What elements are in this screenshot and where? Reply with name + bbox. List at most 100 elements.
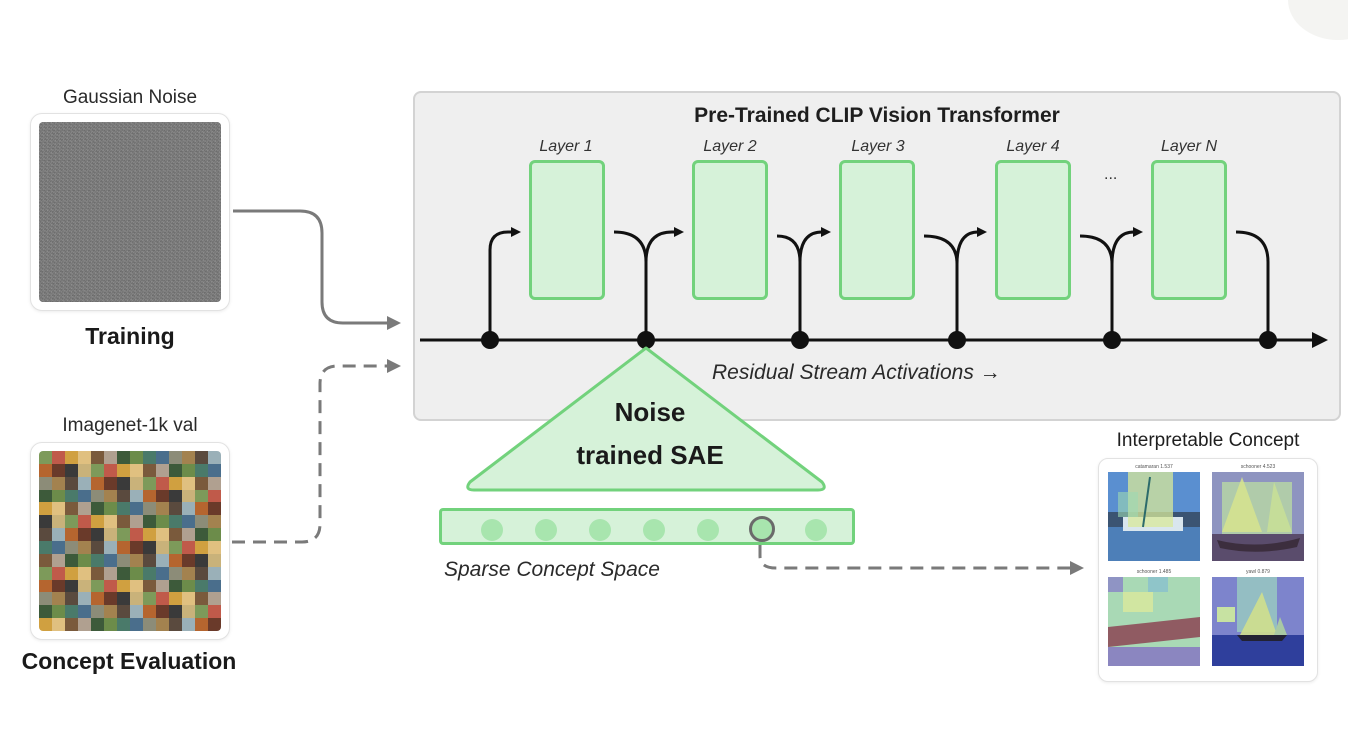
imagenet-mosaic (39, 451, 221, 631)
mosaic-cell (208, 463, 221, 477)
concept-tile-image (1212, 577, 1304, 666)
mosaic-cell (52, 476, 65, 490)
mosaic-cell (104, 489, 117, 503)
transformer-layer-block (529, 160, 605, 300)
mosaic-cell (130, 566, 143, 580)
layer-label: Layer N (1160, 138, 1218, 155)
mosaic-cell (117, 592, 130, 606)
concept-tile-caption: schooner 4.523 (1240, 464, 1276, 470)
transformer-layer-block (1151, 160, 1227, 300)
layer-label: Layer 3 (851, 138, 905, 155)
stream-node (481, 331, 499, 349)
mosaic-cell (52, 451, 65, 464)
mosaic-cell (143, 566, 156, 580)
mosaic-cell (39, 579, 52, 593)
mosaic-cell (52, 528, 65, 541)
mosaic-cell (169, 528, 182, 541)
mosaic-cell (39, 463, 52, 477)
mosaic-cell (52, 489, 65, 503)
mosaic-cell (39, 605, 52, 619)
mosaic-cell (78, 579, 91, 593)
mosaic-cell (156, 566, 169, 580)
mosaic-cell (39, 566, 52, 580)
mosaic-cell (130, 592, 143, 606)
mosaic-cell (52, 553, 65, 567)
concept-unit (481, 519, 503, 541)
concept-unit (805, 519, 827, 541)
mosaic-cell (208, 579, 221, 593)
sailboat-heatmap-image (1212, 472, 1304, 561)
mosaic-cell (156, 605, 169, 619)
mosaic-cell (78, 553, 91, 567)
mosaic-cell (195, 489, 208, 503)
mosaic-cell (117, 502, 130, 516)
mosaic-cell (182, 528, 195, 541)
interpretable-concept-title: Interpretable Concept (1116, 430, 1300, 451)
mosaic-cell (208, 605, 221, 619)
gaussian-noise-label: Gaussian Noise (62, 87, 198, 108)
transformer-layer-block (692, 160, 768, 300)
sae-label-line2: trained SAE (576, 440, 724, 470)
mosaic-cell (117, 451, 130, 464)
mosaic-cell (65, 502, 78, 516)
mosaic-cell (169, 451, 182, 464)
mosaic-cell (195, 592, 208, 606)
interpretable-concept-card: catamaran 1.537 schooner 4.523 schooner … (1098, 458, 1318, 682)
mosaic-cell (156, 553, 169, 567)
mosaic-cell (182, 476, 195, 490)
mosaic-cell (65, 553, 78, 567)
sailboat-heatmap-image (1108, 472, 1200, 561)
sparse-concept-space-bar (439, 508, 855, 545)
mosaic-cell (169, 489, 182, 503)
evaluation-input-arrow (232, 359, 401, 544)
mosaic-cell (91, 463, 104, 477)
mosaic-cell (65, 579, 78, 593)
mosaic-cell (104, 566, 117, 580)
mosaic-cell (208, 476, 221, 490)
mosaic-cell (91, 528, 104, 541)
mosaic-cell (52, 515, 65, 529)
mosaic-cell (117, 540, 130, 554)
mosaic-cell (130, 451, 143, 464)
mosaic-cell (195, 463, 208, 477)
residual-stream-label: Residual Stream Activations → (712, 361, 1001, 384)
mosaic-cell (39, 592, 52, 606)
mosaic-cell (78, 592, 91, 606)
layer-input-arrow (1110, 227, 1143, 265)
mosaic-cell (169, 476, 182, 490)
mosaic-cell (65, 476, 78, 490)
mosaic-cell (156, 528, 169, 541)
selected-concept-unit (749, 516, 775, 542)
transformer-layer-block (839, 160, 915, 300)
mosaic-cell (195, 528, 208, 541)
sae-triangle (466, 346, 826, 492)
mosaic-cell (52, 605, 65, 619)
mosaic-cell (65, 618, 78, 631)
mosaic-cell (182, 540, 195, 554)
mosaic-cell (104, 502, 117, 516)
mosaic-cell (104, 463, 117, 477)
mosaic-cell (208, 502, 221, 516)
mosaic-cell (130, 528, 143, 541)
concept-tile-caption: schooner 1.485 (1136, 569, 1172, 575)
mosaic-cell (169, 553, 182, 567)
mosaic-cell (91, 540, 104, 554)
mosaic-cell (169, 618, 182, 631)
mosaic-cell (130, 553, 143, 567)
mosaic-cell (78, 566, 91, 580)
mosaic-cell (195, 540, 208, 554)
mosaic-cell (182, 618, 195, 631)
mosaic-cell (195, 579, 208, 593)
mosaic-cell (78, 528, 91, 541)
layer-input-arrow (798, 227, 831, 263)
mosaic-cell (91, 489, 104, 503)
mosaic-cell (182, 463, 195, 477)
mosaic-cell (52, 592, 65, 606)
mosaic-cell (195, 553, 208, 567)
mosaic-cell (39, 553, 52, 567)
stream-node (1103, 331, 1121, 349)
training-caption: Training (85, 323, 175, 349)
mosaic-cell (39, 476, 52, 490)
mosaic-cell (195, 502, 208, 516)
